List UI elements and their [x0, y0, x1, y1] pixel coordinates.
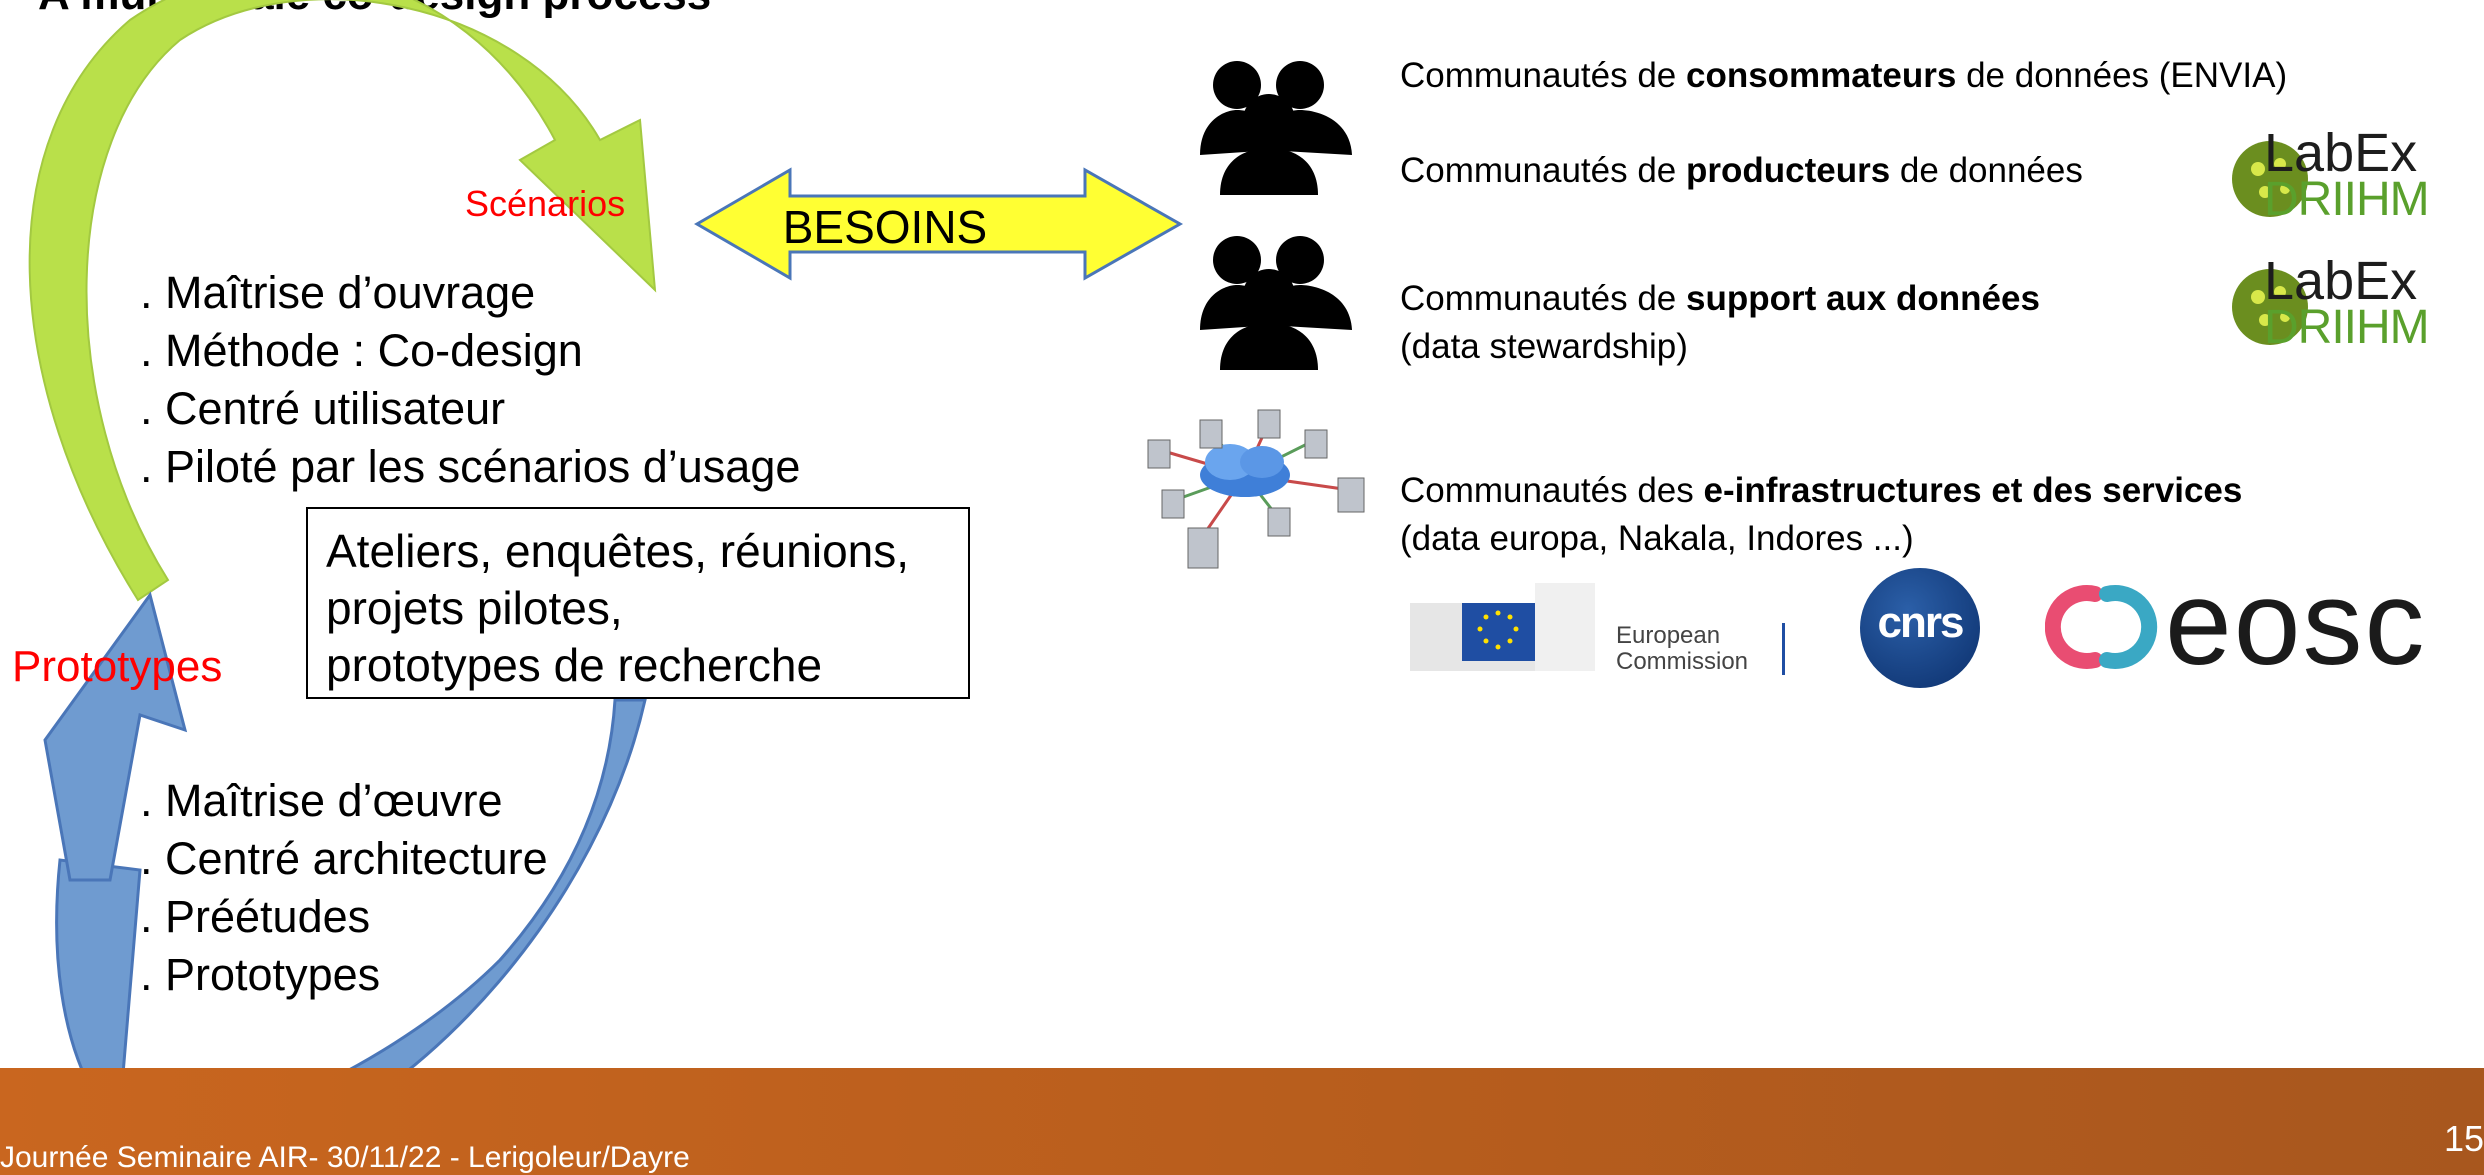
moa-item: . Maîtrise d’ouvrage — [140, 267, 536, 318]
moa-item: . Centré utilisateur — [140, 383, 506, 434]
ec-divider — [1782, 623, 1785, 675]
green-cycle-arrow — [28, 0, 657, 602]
blue-arrow-head — [43, 591, 188, 882]
eosc-symbol-icon — [2045, 585, 2158, 669]
methods-box: Ateliers, enquêtes, réunions, projets pi… — [306, 507, 970, 699]
community-infrastructures: Communautés des e-infrastructures et des… — [1400, 471, 2243, 558]
cloud-network-icon — [1147, 409, 1365, 569]
page-number: 15 — [2443, 1118, 2484, 1159]
european-commission-logo: European Commission — [1410, 583, 1790, 683]
labex-driihm-logo: LabEx DRIIHM — [2230, 123, 2460, 228]
moe-item: . Centré architecture — [140, 833, 548, 884]
besoins-label: BESOINS — [782, 201, 988, 253]
methods-line: Ateliers, enquêtes, réunions, — [326, 525, 910, 577]
moe-item: . Maîtrise d’œuvre — [140, 775, 503, 826]
prototypes-label: Prototypes — [12, 642, 223, 691]
moa-item: . Méthode : Co-design — [140, 325, 583, 376]
labex-globe-icon — [2232, 269, 2308, 345]
besoins-double-arrow — [694, 167, 1184, 281]
scenarios-label: Scénarios — [465, 183, 626, 224]
community-producers: Communautés de producteurs de données — [1400, 151, 2083, 190]
footer-text: Journée Seminaire AIR- 30/11/22 - Lerigo… — [0, 1141, 690, 1174]
methods-line: projets pilotes, — [326, 582, 623, 634]
methods-line: prototypes de recherche — [326, 639, 823, 691]
moa-list: . Maîtrise d’ouvrage . Méthode : Co-desi… — [140, 264, 800, 496]
community-support: Communautés de support aux données (data… — [1400, 279, 2040, 366]
people-group-icon-2 — [1200, 236, 1352, 370]
eosc-logo: eosc — [2045, 556, 2475, 690]
labex-globe-icon — [2232, 141, 2308, 217]
people-group-icon — [1200, 61, 1352, 195]
moa-item: . Piloté par les scénarios d’usage — [140, 441, 801, 492]
moe-item: . Prototypes — [140, 949, 381, 1000]
moe-item: . Préétudes — [140, 891, 371, 942]
moe-list: . Maîtrise d’œuvre . Centré architecture… — [140, 772, 548, 1004]
labex-driihm-logo-2: LabEx DRIIHM — [2230, 251, 2460, 356]
ec-flag-icon — [1410, 583, 1595, 671]
community-consumers: Communautés de consommateurs de données … — [1400, 56, 2288, 95]
cnrs-logo: cnrs — [1860, 568, 1980, 688]
footer-bar — [0, 1068, 2484, 1175]
